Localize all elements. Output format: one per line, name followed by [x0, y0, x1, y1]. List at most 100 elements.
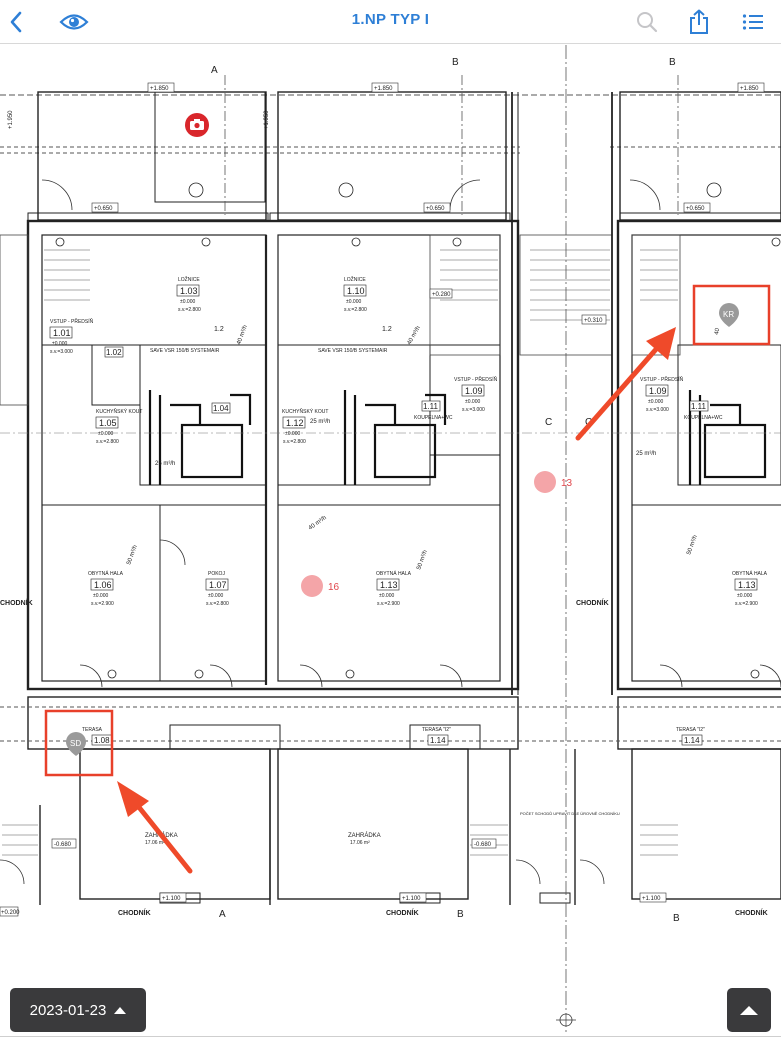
room-label: KUCHYŇSKÝ KOUT 1.05 ±0.000 s.v.=2.800: [95, 408, 142, 445]
level-tag: +1.100: [402, 896, 421, 902]
svg-text:s.v.=2.800: s.v.=2.800: [178, 307, 201, 313]
level-tag: +0.650: [426, 206, 445, 212]
svg-text:1.12: 1.12: [286, 418, 304, 428]
issue-pin[interactable]: KR: [719, 303, 739, 327]
room-label: KUCHYŇSKÝ KOUT 1.12 ±0.000 s.v.=2.800: [282, 408, 328, 445]
highlight-box: [692, 284, 771, 346]
airflow-label: 1.2: [214, 326, 224, 333]
grid-label-b-top: B: [452, 57, 459, 68]
level-tag: +1.850: [740, 86, 759, 92]
level-tag: +1.850: [150, 86, 169, 92]
svg-text:SD: SD: [70, 739, 81, 748]
svg-text:16: 16: [328, 582, 340, 593]
svg-text:TERASA "I2": TERASA "I2": [422, 727, 451, 733]
svg-text:LOŽNICE: LOŽNICE: [344, 275, 366, 283]
svg-text:1.11: 1.11: [691, 402, 707, 411]
floor-plan-canvas[interactable]: A B B A B B C C +1.850 +1.850 +1.850 +0.…: [0, 45, 781, 1035]
garden-label: ZAHRÁDKA: [348, 832, 381, 839]
walkway-label: CHODNÍK: [576, 598, 609, 607]
scroll-up-button[interactable]: [727, 988, 771, 1032]
svg-text:±0.000: ±0.000: [98, 431, 113, 437]
svg-text:s.v.=2.800: s.v.=2.800: [96, 439, 119, 445]
airflow-label: 40 m³/h: [308, 515, 328, 532]
observation-marker[interactable]: 16: [301, 575, 340, 597]
ventilation-label: SAVE VSR 150/B SYSTEMAIR: [318, 348, 388, 354]
level-tag: +1.850: [374, 86, 393, 92]
airflow-label: 50 m³/h: [686, 535, 699, 556]
svg-text:1.14: 1.14: [684, 736, 700, 745]
room-label: 1.02: [104, 346, 124, 358]
room-label: LOŽNICE 1.03 ±0.000 s.v.=2.800: [176, 275, 201, 313]
room-label: VSTUP - PŘEDSÍŇ 1.01 ±0.000 s.v.=3.000: [49, 317, 94, 355]
walkway-label: CHODNÍK: [118, 908, 151, 917]
stair-note: POČET SCHODŮ UPRAVIT DLE ÚROVNĚ CHODNÍKU: [520, 811, 620, 816]
garden-area: 17.06 m²: [350, 840, 370, 846]
share-button[interactable]: [683, 6, 715, 38]
observation-marker[interactable]: 13: [534, 471, 573, 493]
back-button[interactable]: [0, 6, 32, 38]
eye-icon: [59, 14, 89, 30]
svg-text:±0.000: ±0.000: [52, 341, 67, 347]
grid-label-a-top: A: [211, 65, 218, 76]
svg-text:1.09: 1.09: [465, 386, 483, 396]
ventilation-label: SAVE VSR 150/B SYSTEMAIR: [150, 348, 220, 354]
svg-text:±0.000: ±0.000: [737, 593, 752, 599]
svg-text:1.09: 1.09: [649, 386, 667, 396]
grid-label-b2-top: B: [669, 57, 676, 68]
floor-plan-drawing: A B B A B B C C +1.850 +1.850 +1.850 +0.…: [0, 45, 781, 1035]
menu-button[interactable]: [737, 6, 769, 38]
svg-text:OBYTNÁ HALA: OBYTNÁ HALA: [88, 570, 124, 577]
airflow-label: 40: [714, 327, 721, 335]
svg-text:1.07: 1.07: [209, 580, 227, 590]
svg-text:1.04: 1.04: [213, 404, 229, 413]
svg-text:1.11: 1.11: [423, 402, 439, 411]
svg-text:KR: KR: [723, 310, 734, 319]
date-label: 2023-01-23: [29, 1001, 107, 1019]
airflow-label: 50 m³/h: [126, 545, 139, 566]
level-tag: +1.100: [162, 896, 181, 902]
svg-text:±0.000: ±0.000: [208, 593, 223, 599]
walkway-label: CHODNÍK: [735, 908, 768, 917]
level-tag: +0.650: [686, 206, 705, 212]
garden-area: 17.06 m²: [145, 840, 165, 846]
airflow-label: 40 m³/h: [236, 325, 249, 346]
grid-label-b-bottom: B: [457, 909, 464, 920]
share-icon: [690, 9, 708, 34]
svg-text:s.v.=3.000: s.v.=3.000: [646, 407, 669, 413]
walkway-label: CHODNÍK: [0, 598, 33, 607]
svg-text:s.v.=2.900: s.v.=2.900: [377, 601, 400, 607]
room-label: 1.04: [211, 402, 231, 414]
arrow-up-icon: [740, 1005, 758, 1015]
chevron-left-icon: [10, 11, 22, 33]
svg-text:KUCHYŇSKÝ KOUT: KUCHYŇSKÝ KOUT: [96, 408, 142, 415]
level-tag: +0.280: [432, 292, 451, 298]
date-selector-button[interactable]: 2023-01-23: [10, 988, 146, 1032]
svg-text:s.v.=2.800: s.v.=2.800: [206, 601, 229, 607]
level-tag: +0.310: [584, 318, 603, 324]
issue-pin[interactable]: SD: [66, 732, 86, 756]
room-label: OBYTNÁ HALA 1.13 ±0.000 s.v.=2.900: [732, 570, 768, 607]
page-title: 1.NP TYP I: [351, 11, 430, 28]
camera-icon[interactable]: [185, 113, 209, 137]
bottom-divider: [0, 1036, 781, 1037]
airflow-label: 40 m³/h: [407, 325, 422, 346]
view-toggle-button[interactable]: [58, 6, 90, 38]
caret-up-icon: [114, 1006, 127, 1014]
svg-text:±0.000: ±0.000: [93, 593, 108, 599]
svg-text:1.05: 1.05: [99, 418, 117, 428]
svg-text:1.02: 1.02: [106, 348, 122, 357]
room-label: 1.11 KOUPELNA+WC: [414, 400, 453, 421]
svg-text:1.06: 1.06: [94, 580, 112, 590]
svg-text:1.14: 1.14: [430, 736, 446, 745]
svg-text:KOUPELNA+WC: KOUPELNA+WC: [414, 415, 453, 421]
search-icon: [637, 12, 658, 33]
airflow-label: 25 m³/h: [636, 451, 656, 457]
room-label: OBYTNÁ HALA 1.13 ±0.000 s.v.=2.900: [376, 570, 412, 607]
svg-text:VSTUP - PŘEDSÍŇ: VSTUP - PŘEDSÍŇ: [50, 317, 94, 325]
airflow-label: 1.2: [382, 326, 392, 333]
svg-text:s.v.=2.900: s.v.=2.900: [735, 601, 758, 607]
svg-text:OBYTNÁ HALA: OBYTNÁ HALA: [376, 570, 412, 577]
svg-text:s.v.=2.900: s.v.=2.900: [91, 601, 114, 607]
search-button[interactable]: [631, 6, 663, 38]
svg-text:KOUPELNA+WC: KOUPELNA+WC: [684, 415, 723, 421]
